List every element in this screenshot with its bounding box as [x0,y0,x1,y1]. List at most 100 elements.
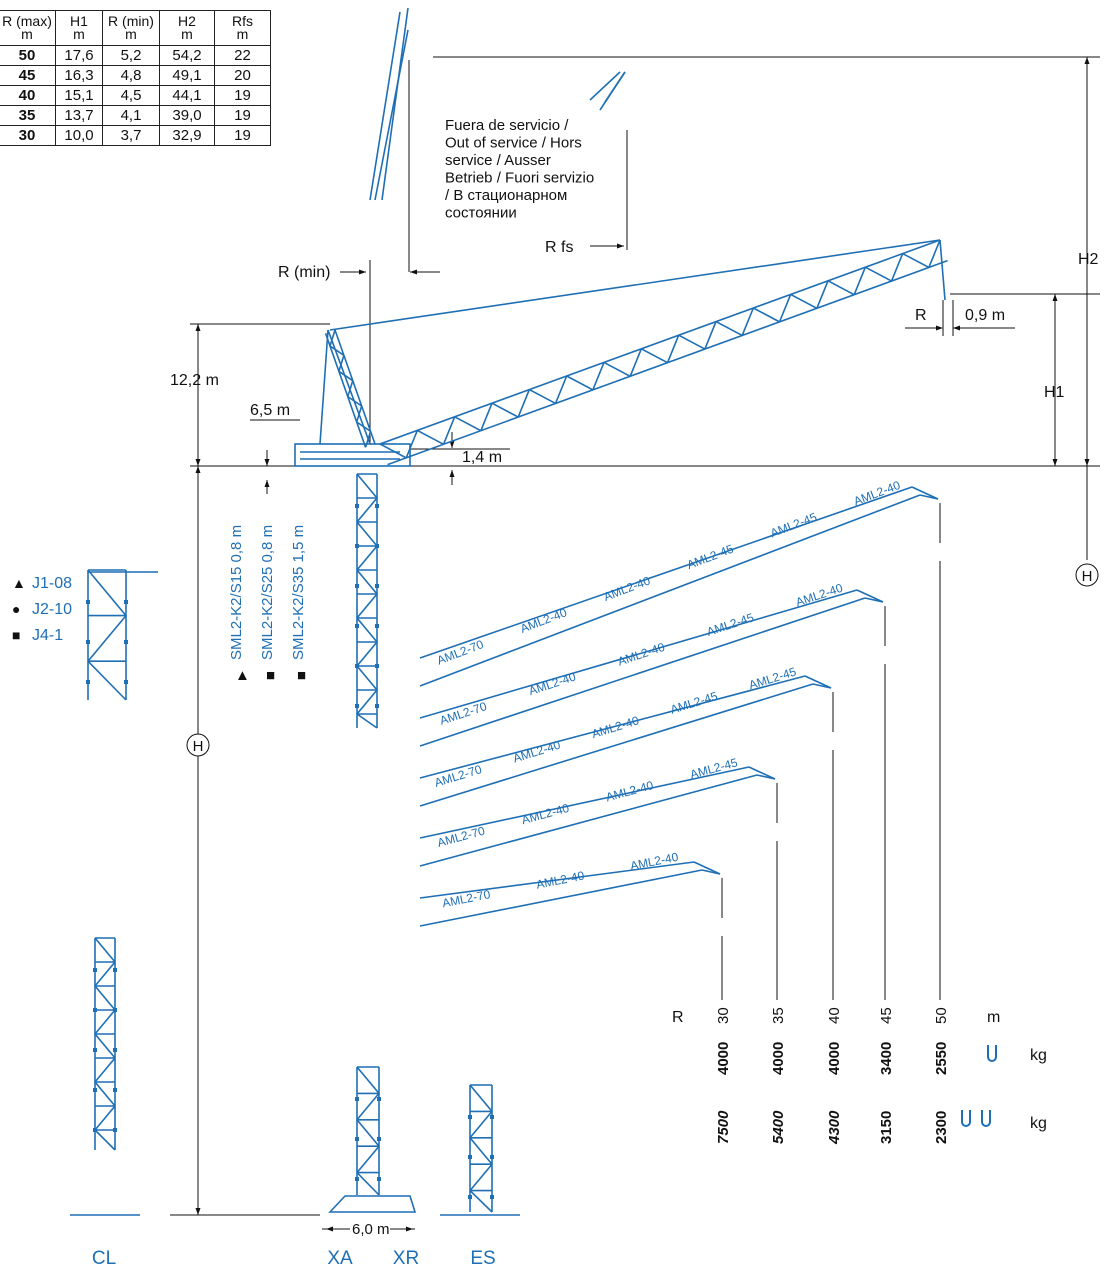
truss-lacing [364,431,372,448]
load-double-value: 4300 [826,1110,843,1145]
mast-lacing [356,569,378,595]
truss-lacing [338,370,354,382]
base-type-label: ES [470,1248,495,1268]
truss-lacing [678,334,706,350]
tower-section-label: J2-10 [32,601,72,618]
jib-section-label: AML2-40 [590,713,641,741]
mast-lacing [356,713,378,729]
tower-section-label: J4-1 [32,627,63,644]
mast-joint [375,544,379,548]
mast-lacing [94,1081,116,1107]
hook-offset-label: 0,9 m [965,307,1005,324]
table-cell: 49,1 [159,65,215,86]
mast-lacing [94,985,116,1011]
mast-lacing [94,937,116,963]
jib-variant-tip [864,597,884,603]
mast-head-label: 12,2 m [170,372,219,389]
arrowhead [195,459,201,466]
tower-section-mast [86,569,128,701]
arrowhead [617,243,624,249]
mast-joint [375,584,379,588]
mast-joint [468,1115,472,1119]
load-double-value: 2300 [933,1111,950,1144]
jib-section-label: AML2-40 [511,738,562,766]
mast-joint [93,1048,97,1052]
base-type-label: XA [327,1248,353,1268]
mast-lacing [356,545,378,571]
jib-section-label: AML2-40 [520,801,571,827]
table-cell: 4,5 [102,85,160,106]
truss-lacing [853,266,867,295]
stowed-jib [374,29,409,201]
load-r-label: R [672,1009,684,1026]
r-label: R [915,307,927,324]
jib-section-label: AML2-70 [436,824,487,850]
oos-jib [589,71,621,101]
jib-section-label: AML2-70 [438,699,489,728]
mast-joint [355,1137,359,1141]
base-type-label: XR [393,1248,419,1268]
truss-lacing [629,348,643,377]
mast-joint [377,1177,381,1181]
load-unit-kg: kg [1030,1115,1047,1132]
mast-lacing [356,1066,380,1094]
rmin-label: R (min) [278,264,330,281]
stowed-jib [381,7,409,201]
truss-lacing [347,395,363,407]
mast-joint [355,584,359,588]
load-single-value: 4000 [826,1042,843,1075]
mast-lacing [469,1110,493,1139]
truss-lacing [554,375,568,404]
mast-joint [355,664,359,668]
arrowhead [953,325,960,331]
header-rmin: R (min)m [102,10,160,46]
oos-jib [604,71,626,103]
a-frame-truss [324,329,376,448]
arrowhead [264,459,270,466]
truss-lacing [491,402,519,418]
slewing-option-symbol: ■ [266,667,275,684]
table-cell: 30 [0,125,56,146]
truss-lacing [864,266,892,282]
mast-joint [490,1155,494,1159]
truss-lacing [454,416,482,432]
truss-lacing [827,280,855,296]
table-cell: 45 [0,65,56,86]
truss-lacing [480,402,493,431]
load-double-value: 3150 [878,1111,895,1144]
mast-lacing [94,1105,116,1131]
base-mast-es [468,1084,494,1213]
jib-variant-upper [419,766,750,839]
mast-lacing [356,641,378,667]
mast-lacing [94,961,116,987]
jib-variant-tip [804,675,832,689]
mast-lacing [87,569,127,617]
mast-joint [490,1195,494,1199]
arrowhead [359,269,366,275]
arrowhead [936,325,943,331]
jib-variant [419,675,832,807]
table-cell: 15,1 [55,85,103,106]
mast-joint [93,1008,97,1012]
truss-lacing [405,430,419,459]
slewing-option-label: SML2-K2/S15 0,8 m [228,525,245,660]
truss-lacing [704,321,717,350]
mast-lacing [356,473,378,499]
load-unit-m: m [987,1009,1000,1026]
out-of-service-text: Fuera de servicio / [445,117,569,134]
arrowhead [449,441,455,448]
truss-lacing [741,307,755,336]
mast-joint [86,600,90,604]
mast-joint [86,680,90,684]
stowed-jib [369,11,401,201]
jib-section-label: AML2-45 [669,689,720,717]
jib-section-label: AML2-70 [441,887,492,910]
truss-chord [334,329,376,445]
jib-variant-upper [419,486,913,659]
slewing-option-symbol: ■ [297,667,306,684]
slewing-option-label: SML2-K2/S25 0,8 m [259,525,276,660]
mast-joint [375,664,379,668]
tower-mast [355,473,379,729]
